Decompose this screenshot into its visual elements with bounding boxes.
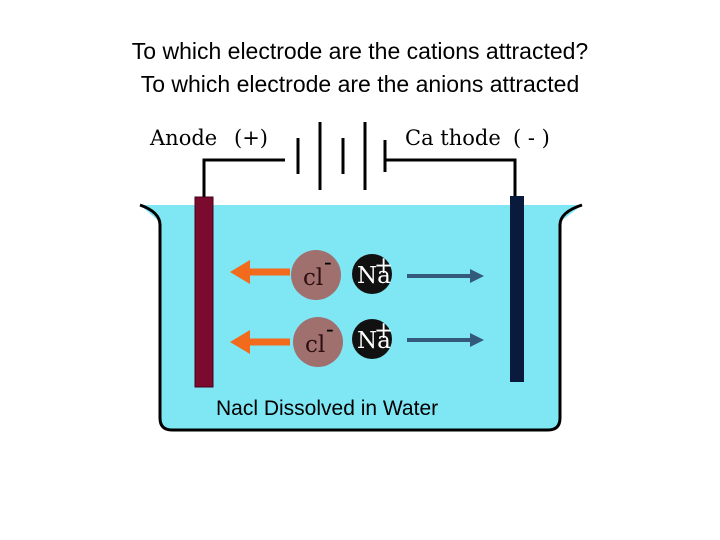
cation-charge: + [374,318,393,344]
cathode-label: Ca thode [405,126,501,150]
anion-symbol: cl [303,265,323,291]
cathode-rod [510,196,524,382]
beaker [139,203,583,432]
anion-symbol: cl [305,332,325,358]
arrow-to-anode-2 [230,330,290,354]
arrow-to-anode-1 [230,260,290,284]
sodium-ion-1: Na + [352,253,393,294]
battery [296,122,387,190]
sodium-ion-2: Na + [352,318,393,359]
anode-wire [202,158,285,197]
cation-charge: + [374,253,393,279]
anion-charge: - [324,250,332,276]
anode-label: Anode [149,126,217,150]
anion-charge: - [326,317,334,343]
question-line-2: To which electrode are the anions attrac… [140,71,580,97]
arrow-to-cathode-2 [407,333,484,347]
chloride-ion-1: cl - [291,250,341,300]
question-line-1: To which electrode are the cations attra… [131,38,589,64]
cathode-wire [385,158,517,197]
water-solution [140,205,582,430]
arrow-to-cathode-1 [407,269,484,283]
cathode-sign: ( - ) [513,126,550,150]
solution-label: Nacl Dissolved in Water [216,397,438,420]
anode-sign: (+) [234,126,268,150]
chloride-ion-2: cl - [293,317,343,367]
cation-symbol: Na [357,263,391,289]
anode-rod [194,196,214,388]
cation-symbol: Na [357,328,391,354]
